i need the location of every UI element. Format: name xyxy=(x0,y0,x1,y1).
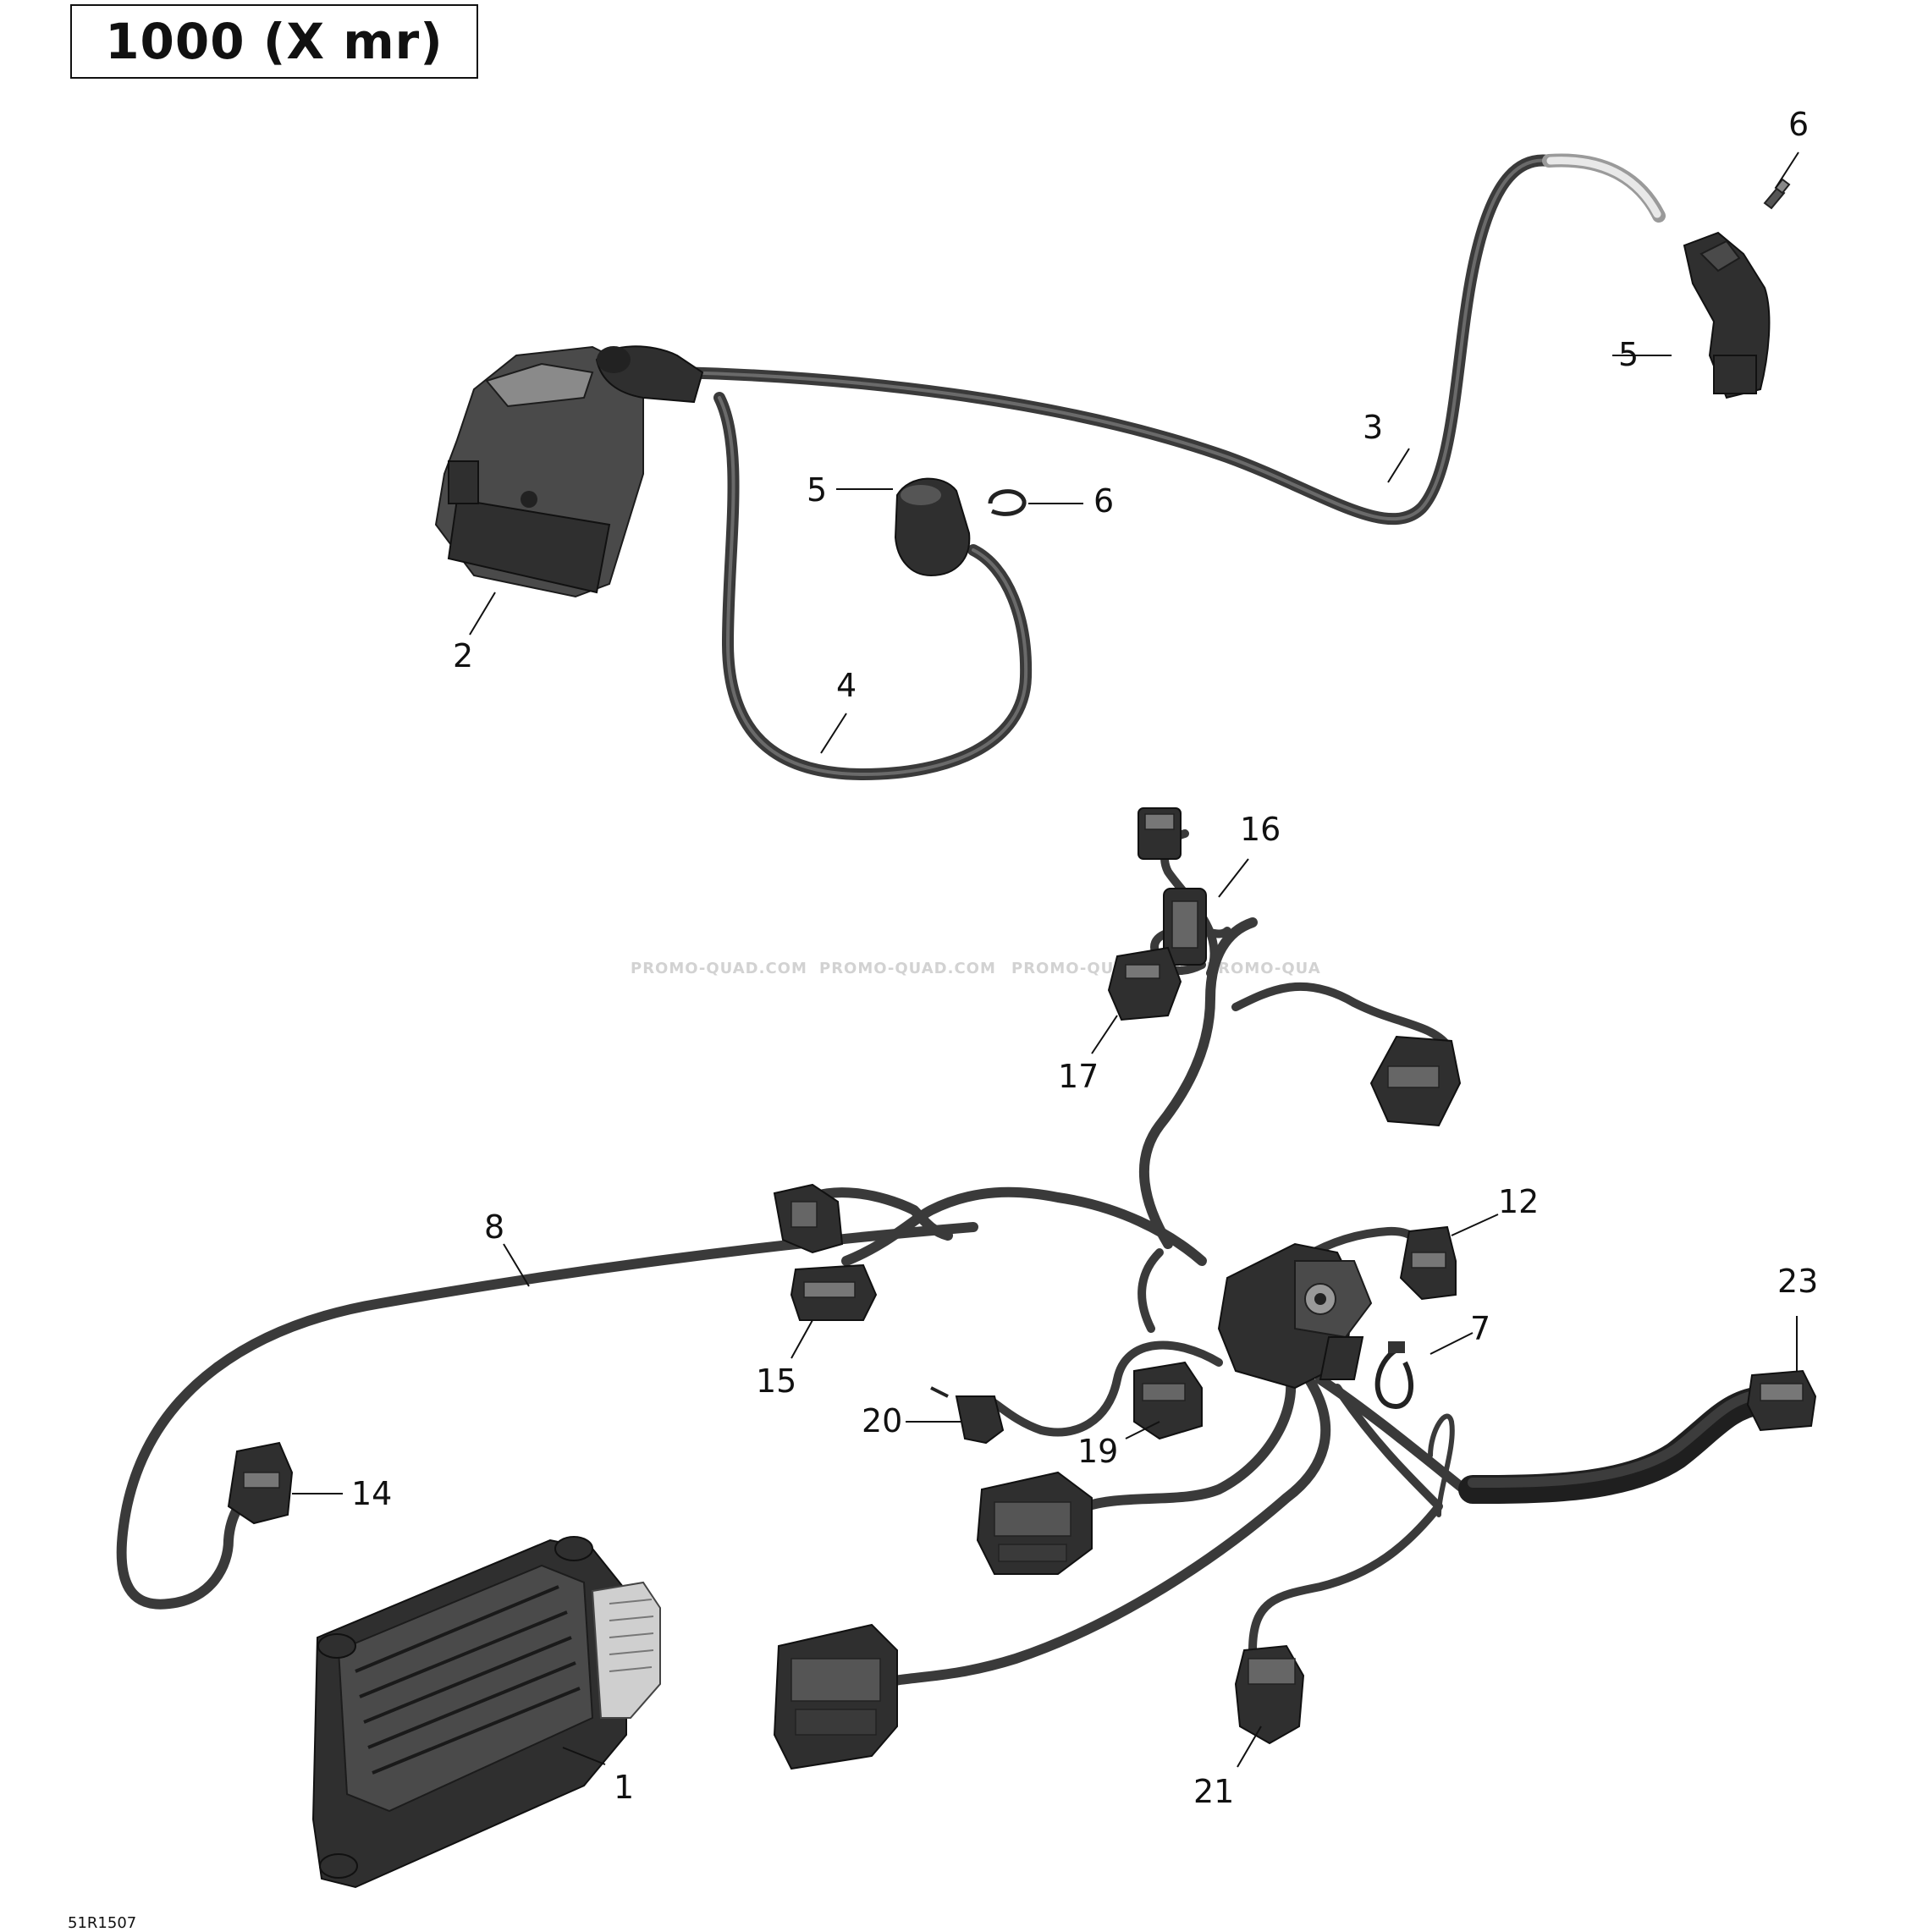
part-2-ignition-coil xyxy=(434,345,704,598)
callout-2: 2 xyxy=(453,637,473,674)
callout-8: 8 xyxy=(484,1208,504,1246)
diagram-title: 1000 (X mr) xyxy=(70,4,478,79)
illustration-code: 51R1507 xyxy=(68,1914,137,1932)
part-16-connector xyxy=(1138,807,1207,966)
callout-6-right: 6 xyxy=(1788,106,1809,143)
part-15-connector xyxy=(790,1263,878,1321)
callout-23: 23 xyxy=(1777,1263,1818,1300)
callout-6-middle: 6 xyxy=(1093,482,1114,520)
watermark-2: PROMO-QUAD.COM xyxy=(819,960,996,977)
harness-connector-upper-left xyxy=(773,1183,844,1254)
part-8-wiring-harness xyxy=(116,829,1775,1689)
part-17-connector xyxy=(1107,946,1182,1021)
harness-connector-large-middle xyxy=(976,1471,1093,1575)
callout-12: 12 xyxy=(1498,1183,1539,1220)
callout-19: 19 xyxy=(1077,1433,1118,1470)
watermark-1: PROMO-QUAD.COM xyxy=(631,960,807,977)
part-6-screw-right xyxy=(1763,178,1791,210)
part-6-clamp-middle xyxy=(988,489,1027,516)
callout-4: 4 xyxy=(836,667,857,704)
callout-15: 15 xyxy=(756,1362,796,1400)
part-5-spark-plug-cap-right xyxy=(1683,231,1771,399)
callout-14: 14 xyxy=(351,1475,392,1512)
callouts: 2 3 4 5 6 5 6 7 8 12 14 15 16 17 19 20 2… xyxy=(351,106,1818,1810)
part-5-spark-plug-cap-middle xyxy=(894,477,971,577)
part-3-ht-lead-long xyxy=(671,153,1666,526)
part-20-clip xyxy=(930,1386,1005,1445)
callout-5-middle: 5 xyxy=(807,471,827,509)
part-23-connector xyxy=(1746,1369,1817,1432)
callout-5-right: 5 xyxy=(1618,336,1639,373)
callout-16: 16 xyxy=(1240,811,1281,848)
harness-connector-large-bottom xyxy=(773,1623,898,1770)
callout-7: 7 xyxy=(1470,1310,1490,1347)
callout-20: 20 xyxy=(862,1402,902,1439)
part-19-connector xyxy=(1133,1361,1203,1440)
harness-junction-block xyxy=(1217,1242,1373,1390)
part-7-tie-wrap xyxy=(1374,1341,1414,1409)
callout-17: 17 xyxy=(1058,1058,1099,1095)
harness-connector-upper-right xyxy=(1369,1035,1462,1127)
callout-21: 21 xyxy=(1193,1773,1234,1810)
part-1-ecm-module xyxy=(311,1536,661,1889)
part-14-connector xyxy=(227,1441,294,1525)
callout-3: 3 xyxy=(1363,409,1383,446)
part-4-ht-lead-short xyxy=(713,392,1033,780)
part-21-connector xyxy=(1234,1644,1305,1745)
watermark-4: PROMO-QUA xyxy=(1206,960,1321,977)
callout-1: 1 xyxy=(614,1769,634,1806)
part-12-connector xyxy=(1399,1225,1457,1301)
leader-lines xyxy=(292,151,1799,1768)
